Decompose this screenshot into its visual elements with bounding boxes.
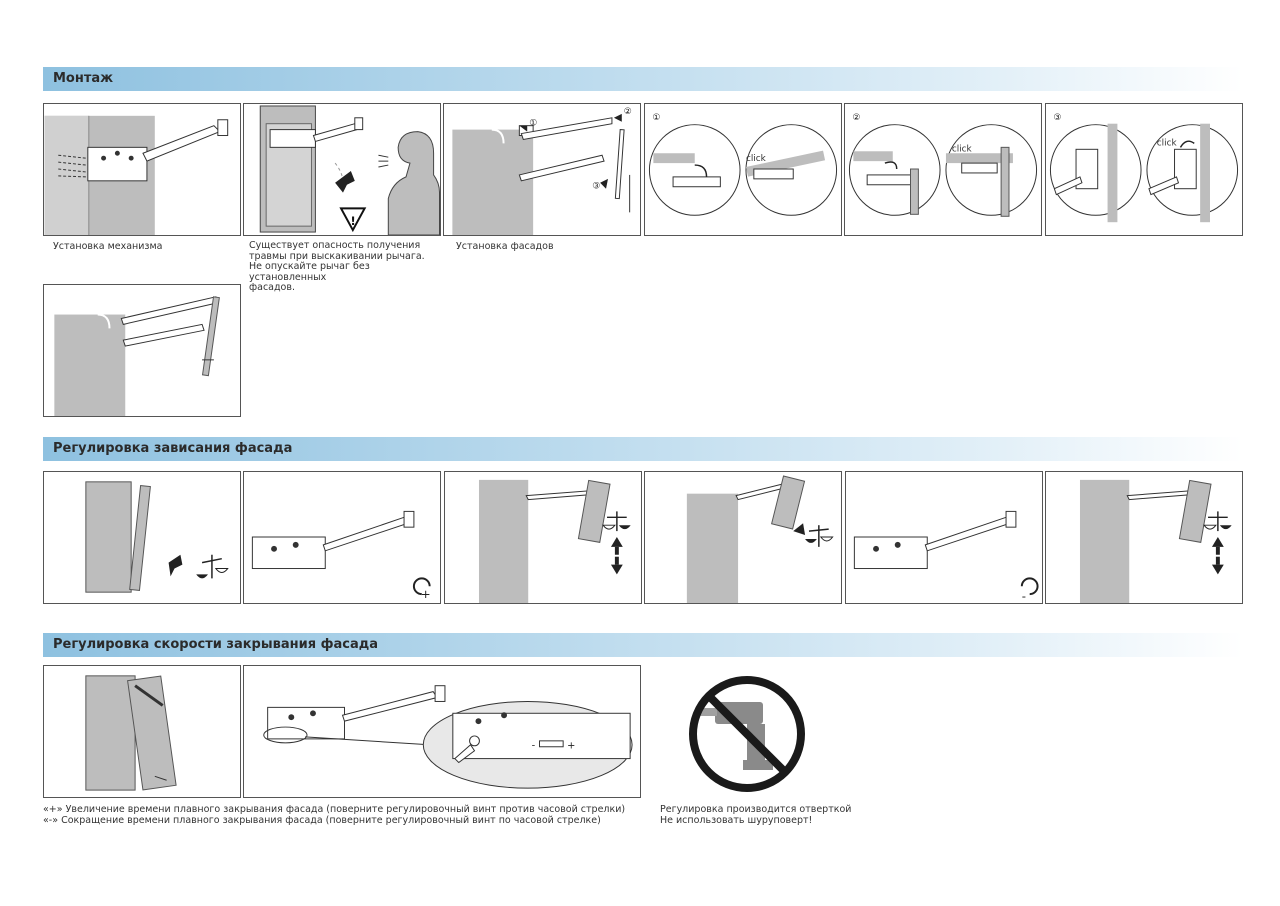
caption-facade-install: Установка фасадов [456, 241, 554, 252]
scales-icon [805, 525, 834, 547]
section-header-mounting: Монтаж [43, 67, 1243, 91]
rotate-plus-icon [412, 577, 431, 596]
tilt-4-illustration [686, 475, 834, 603]
step-number-1: ① [529, 119, 537, 129]
tilt-2-illustration: + [251, 510, 431, 601]
caption-warning: Существует опасность получения травмы пр… [249, 240, 425, 293]
panel-step-2-detail: ② click [844, 103, 1042, 236]
step-2-detail-illustration: ② click [848, 113, 1038, 217]
speed-2-illustration: - + [263, 685, 633, 789]
panel-tilt-5: - [845, 471, 1043, 604]
panel-step-3-detail: ③ click [1045, 103, 1243, 236]
step-number-3: ③ [592, 182, 600, 192]
click-label: click [1157, 138, 1178, 148]
panel-tilt-6 [1045, 471, 1243, 604]
rotate-minus-icon [1020, 577, 1039, 596]
svg-text:+: + [421, 587, 431, 601]
svg-text:-: - [532, 741, 536, 752]
tilt-3-illustration [478, 479, 631, 603]
svg-text:!: ! [350, 214, 355, 228]
warning-illustration: ! [259, 105, 440, 235]
section-title: Регулировка зависания фасада [53, 441, 293, 456]
panel-tilt-3 [444, 471, 642, 604]
section-title: Монтаж [53, 71, 114, 86]
section-title: Регулировка скорости закрывания фасада [53, 637, 378, 652]
caption-screwdriver-note: Регулировка производится отверткой Не ис… [660, 804, 852, 826]
panel-tilt-4 [644, 471, 842, 604]
panel-tilt-1 [43, 471, 241, 604]
panel-warning: ! [243, 103, 441, 236]
no-drill-panel [685, 672, 809, 796]
arrow-icon [793, 523, 806, 536]
panel-facade-install: ① ② ③ [443, 103, 641, 236]
panel-assembled [43, 284, 241, 417]
section-header-speed: Регулировка скорости закрывания фасада [43, 633, 1243, 657]
step-number-2: ② [624, 107, 632, 117]
svg-text:-: - [1022, 589, 1026, 603]
panel-step-1-detail: ① click [644, 103, 842, 236]
step-number-2: ② [852, 113, 860, 123]
arrow-icon [168, 554, 183, 577]
step-number-1: ① [652, 113, 660, 123]
speed-1-illustration [85, 675, 177, 791]
mechanism-install-illustration [44, 115, 229, 235]
tilt-6-illustration [1079, 479, 1232, 603]
panel-speed-2: - + [243, 665, 641, 798]
tilt-5-illustration: - [853, 510, 1039, 603]
step-3-detail-illustration: ③ click [1049, 113, 1239, 223]
section-header-tilt: Регулировка зависания фасада [43, 437, 1243, 461]
caption-mechanism-install: Установка механизма [53, 241, 163, 252]
panel-speed-1 [43, 665, 241, 798]
scales-icon [196, 554, 229, 579]
scales-icon [602, 511, 631, 532]
panel-mechanism-install [43, 103, 241, 236]
facade-install-illustration: ① ② ③ [452, 107, 632, 235]
click-label: click [952, 144, 973, 154]
arrow-icon [335, 170, 355, 193]
svg-text:+: + [567, 741, 575, 752]
scales-icon [1203, 511, 1232, 532]
panel-tilt-2: + [243, 471, 441, 604]
no-drill-icon [689, 676, 805, 792]
click-label: click [746, 154, 767, 164]
assembled-illustration [54, 296, 220, 416]
warning-icon [339, 207, 367, 233]
caption-speed-notes: «+» Увеличение времени плавного закрыван… [43, 804, 626, 826]
tilt-1-illustration [85, 481, 229, 593]
step-1-detail-illustration: ① click [648, 113, 838, 216]
step-number-3: ③ [1053, 113, 1061, 123]
